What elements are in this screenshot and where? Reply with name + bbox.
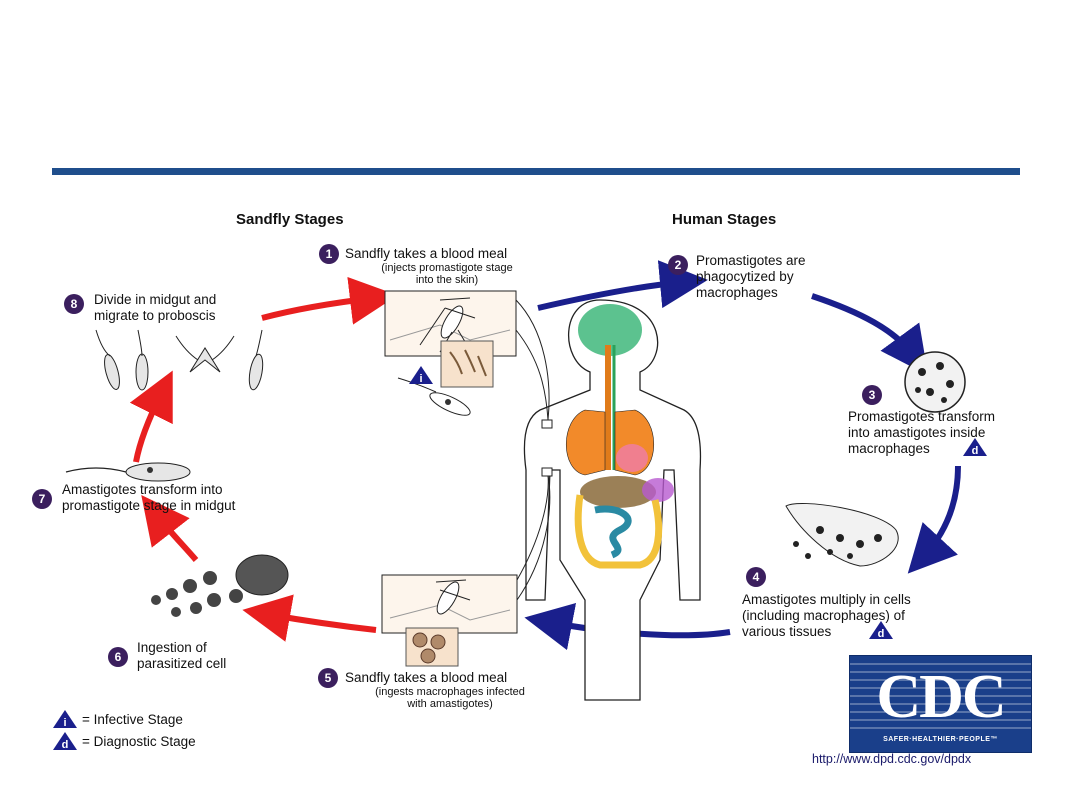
arrow-8-to-1 <box>261 276 398 325</box>
step-2-line-3: macrophages <box>696 285 778 300</box>
step-2-line-2: phagocytized by <box>696 269 794 284</box>
diagnostic-stage-marker-3: d <box>963 438 987 457</box>
source-url: http://www.dpd.cdc.gov/dpdx <box>812 752 972 766</box>
promastigote-stage-7 <box>65 462 191 482</box>
step-1-sub-1: (injects promastigote stage <box>381 262 513 274</box>
step-4-badge: 4 <box>746 567 766 587</box>
tissue-cell-stage-4 <box>785 503 899 567</box>
step-5-title: Sandfly takes a blood meal <box>345 670 508 685</box>
svg-text:d: d <box>878 628 885 640</box>
step-7-line-2: promastigote stage in midgut <box>62 498 236 513</box>
step-5-sub-2: with amastigotes) <box>407 698 493 710</box>
svg-text:i: i <box>419 373 422 385</box>
step-7-line-1: Amastigotes transform into <box>62 482 223 497</box>
cdc-logo-word: CDC <box>876 663 1006 731</box>
arrow-2-to-3 <box>811 293 929 376</box>
parasitized-cells-stage-6 <box>151 554 289 617</box>
step-1-sub-2: into the skin) <box>415 274 479 286</box>
diagnostic-legend-icon: d <box>53 732 77 751</box>
infective-stage-marker: i <box>409 366 433 385</box>
promastigote-drawing-center <box>397 377 471 416</box>
arrow-5-to-6 <box>242 594 377 642</box>
step-4-line-1: Amastigotes multiply in cells <box>742 592 911 607</box>
step-3-line-3: macrophages <box>848 441 930 456</box>
step-8-badge: 8 <box>64 294 84 314</box>
step-8-line-1: Divide in midgut and <box>94 292 217 307</box>
infective-legend-icon: i <box>53 710 77 729</box>
step-6-badge: 6 <box>108 647 128 667</box>
step-7-badge: 7 <box>32 489 52 509</box>
step-6-line-2: parasitized cell <box>137 656 227 671</box>
step-5-sub-1: (ingests macrophages infected <box>375 686 525 698</box>
human-stages-heading: Human Stages <box>672 211 777 228</box>
step-2-line-1: Promastigotes are <box>696 253 806 268</box>
step-8-line-2: migrate to proboscis <box>94 308 216 323</box>
header-rule <box>52 168 1020 175</box>
step-3-badge: 3 <box>862 385 882 405</box>
cdc-logo-lines <box>850 663 1031 729</box>
legend-infective: i = Infective Stage <box>52 709 183 729</box>
cdc-logo-tagline: SAFER·HEALTHIER·PEOPLE™ <box>883 736 998 743</box>
svg-text:i: i <box>63 717 66 729</box>
sandfly-bite-panel-bottom <box>381 574 518 634</box>
step-3-line-1: Promastigotes transform <box>848 409 996 424</box>
step-4-line-2: (including macrophages) of <box>742 608 905 623</box>
dividing-promastigotes-stage-8 <box>95 329 264 391</box>
skin-pointers <box>515 299 553 601</box>
svg-text:d: d <box>972 445 979 457</box>
sandfly-stages-heading: Sandfly Stages <box>236 211 344 228</box>
diagnostic-stage-marker-4: d <box>869 621 893 640</box>
arrow-3-to-4 <box>907 465 961 574</box>
legend-diagnostic-label: = Diagnostic Stage <box>82 733 196 749</box>
step-6-line-1: Ingestion of <box>137 640 207 655</box>
macrophage-stage-3 <box>904 351 966 413</box>
promastigote-inset <box>440 340 494 388</box>
cdc-logo: CDC SAFER·HEALTHIER·PEOPLE™ <box>849 655 1032 753</box>
arrow-6-to-7 <box>141 495 199 562</box>
step-2-badge: 2 <box>668 255 688 275</box>
human-figure <box>523 299 702 701</box>
step-5-badge: 5 <box>318 668 338 688</box>
step-1-badge: 1 <box>319 244 339 264</box>
step-3-line-2: into amastigotes inside <box>848 425 986 440</box>
legend-infective-label: = Infective Stage <box>82 711 183 727</box>
step-1-title: Sandfly takes a blood meal <box>345 246 508 261</box>
svg-text:d: d <box>62 739 69 751</box>
infected-macrophage-inset <box>405 627 459 667</box>
arrow-1-to-2 <box>537 260 708 311</box>
step-4-line-3: various tissues <box>742 624 832 639</box>
arrow-7-to-8 <box>129 370 173 463</box>
legend-diagnostic: d = Diagnostic Stage <box>52 731 196 751</box>
